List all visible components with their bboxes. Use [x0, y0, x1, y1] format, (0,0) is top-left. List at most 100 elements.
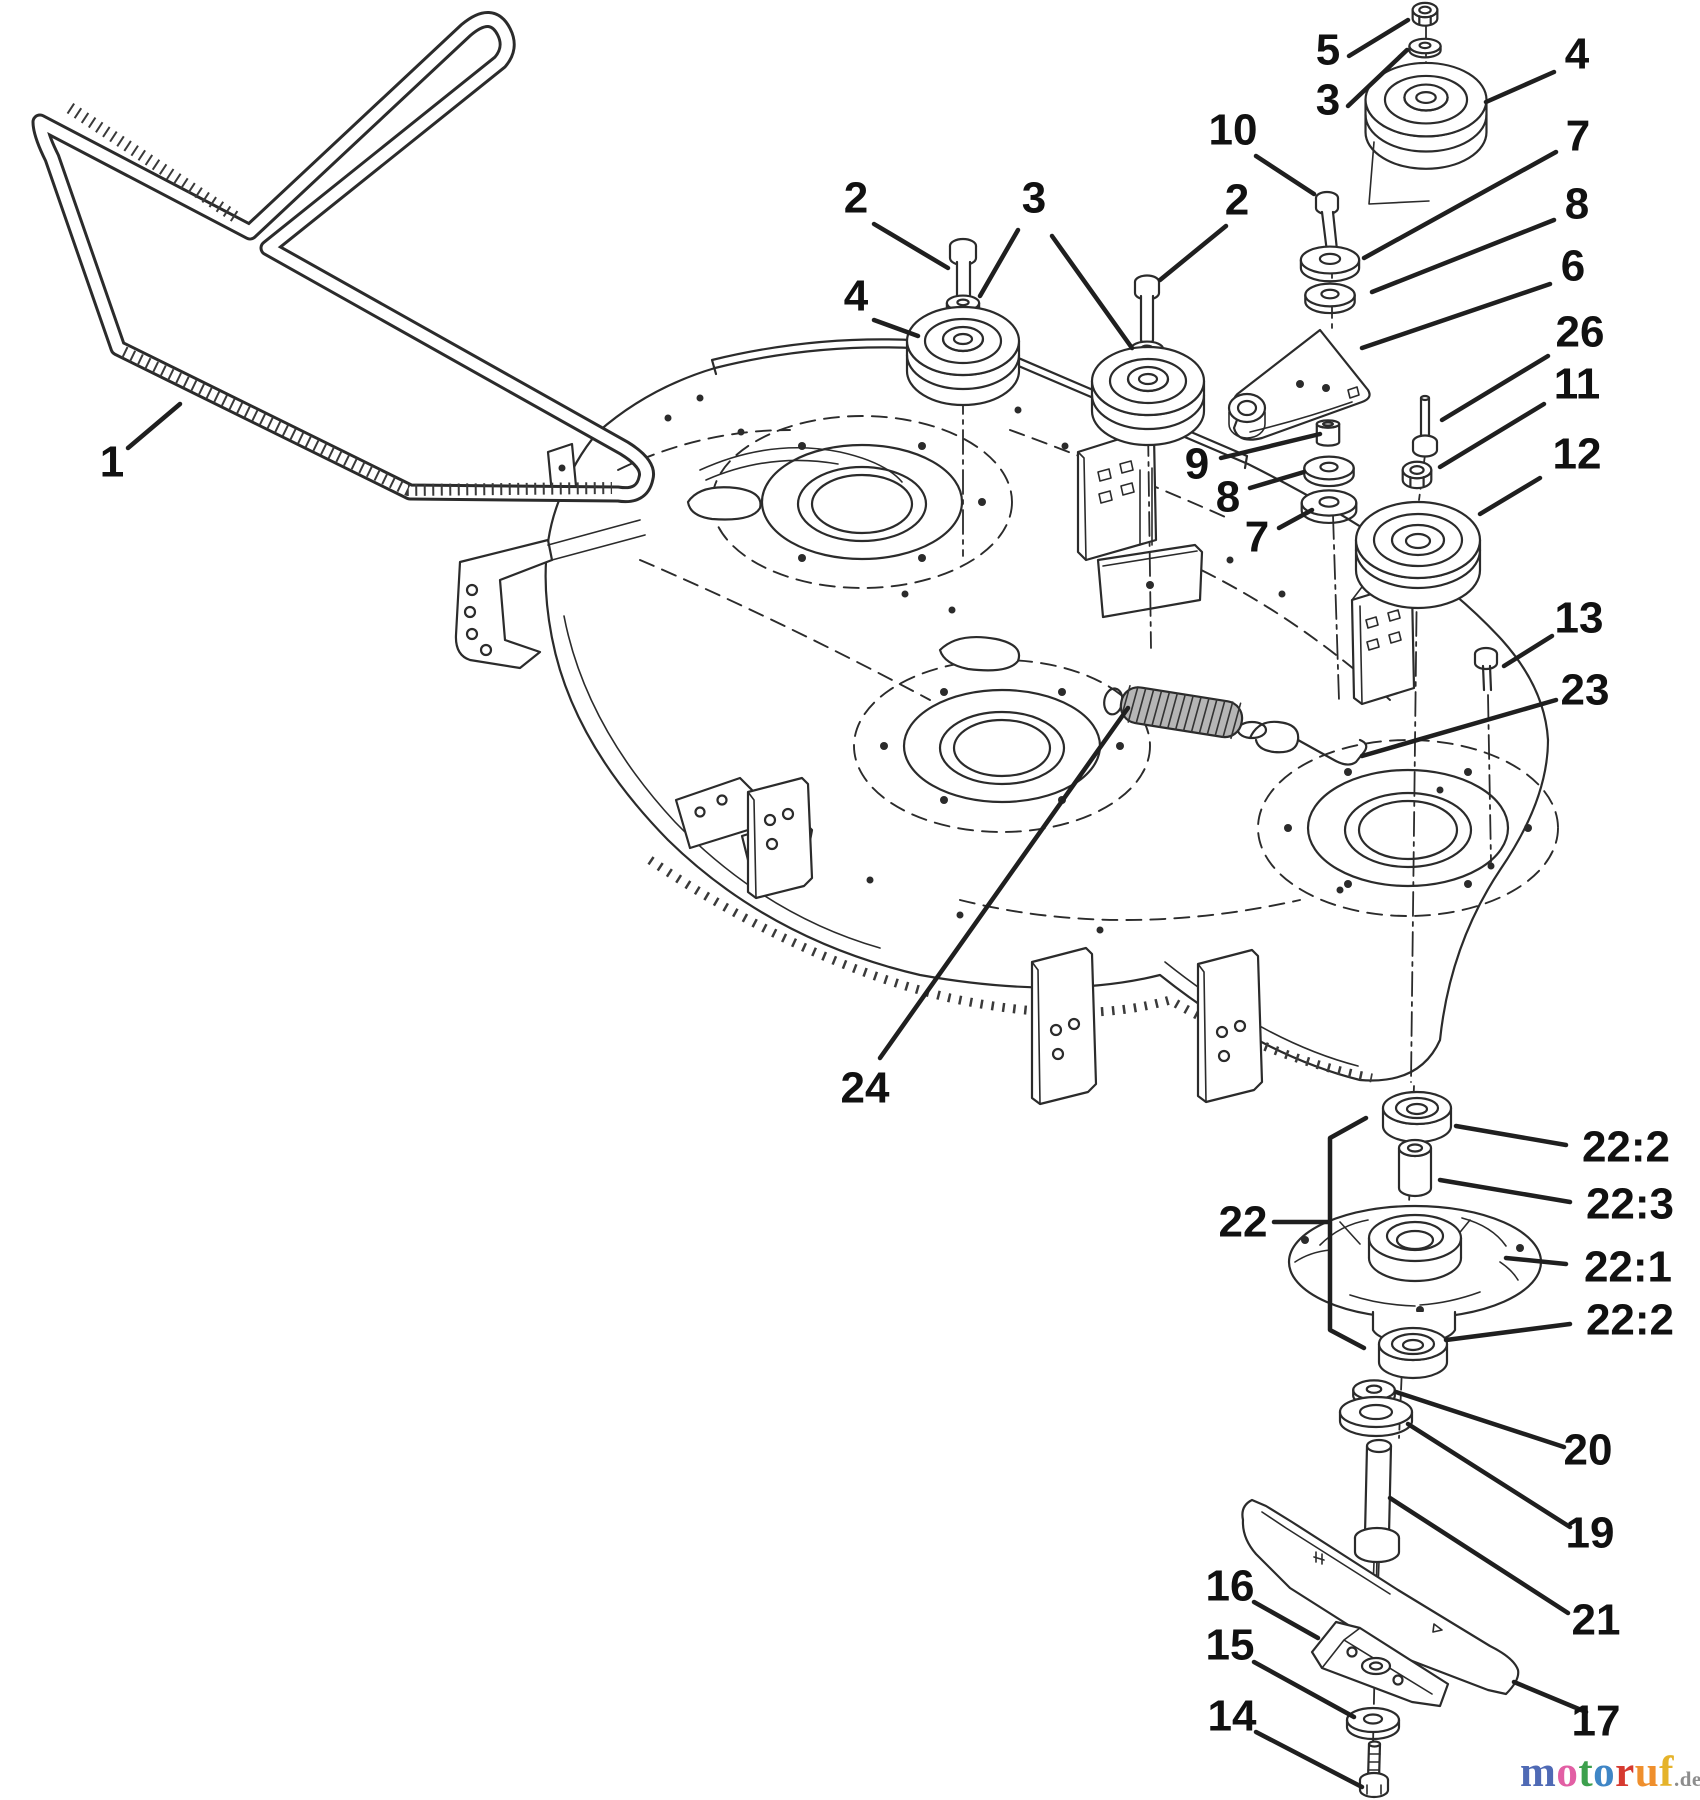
deck-skirt-inner-right: [1164, 961, 1359, 1067]
leader-line-17: [1511, 1679, 1589, 1715]
leader-line-13: [1501, 633, 1555, 669]
logo-letter-t: t: [1578, 1749, 1594, 1796]
leader-line-9: [1218, 431, 1323, 461]
part-label-8-16: 8: [1216, 473, 1240, 522]
washer-7-upper: [1299, 245, 1361, 283]
idler-pulley-right: [1364, 61, 1488, 170]
leader-line-22:2: [1443, 1321, 1573, 1343]
v-idler-pulley-12: [1354, 500, 1482, 610]
parts: [905, 1, 1543, 1799]
part-label-9-15: 9: [1185, 440, 1209, 489]
leader-line-23: [1359, 697, 1559, 759]
rear-plate-left: [1076, 428, 1158, 562]
bolt-10: [1314, 190, 1340, 255]
leader-line-4: [871, 317, 921, 339]
part-label-1-0: 1: [100, 438, 124, 487]
leader-line-10: [1253, 153, 1317, 197]
mower-blade-17: [1241, 1498, 1520, 1696]
logo-suffix: .de: [1674, 1767, 1700, 1791]
part-label-22-21: 22: [1219, 1198, 1268, 1247]
leader-line-12: [1477, 475, 1543, 517]
part-label-24-20: 24: [841, 1064, 890, 1113]
part-label-23-19: 23: [1561, 666, 1610, 715]
leader-line-16: [1251, 1599, 1321, 1641]
leader-line-26: [1439, 353, 1551, 423]
leader-line-3: [1049, 233, 1135, 351]
leader-line-14: [1253, 1729, 1365, 1790]
slinger-19: [1338, 1395, 1414, 1438]
part-label-4-8: 4: [1565, 30, 1590, 79]
leader-line-2: [871, 221, 951, 271]
part-label-2-4: 2: [1225, 176, 1249, 225]
part-label-3-2: 3: [1022, 174, 1046, 223]
leader-line-15: [1251, 1659, 1357, 1720]
part-label-2-1: 2: [844, 174, 868, 223]
leader-line-8: [1369, 217, 1557, 295]
leader-line-2: [1157, 223, 1229, 283]
bolt-2-center: [1133, 274, 1161, 345]
washer-8-lower: [1303, 455, 1355, 488]
logo-letter-r: r: [1615, 1749, 1635, 1796]
part-label-8-10: 8: [1565, 180, 1589, 229]
leader-line-20: [1393, 1389, 1567, 1450]
leader-line-1: [125, 401, 183, 451]
part-label-12-14: 12: [1553, 430, 1602, 479]
leader-line-3: [977, 227, 1021, 299]
nut-5: [1411, 1, 1439, 27]
deck-outline: [544, 346, 1550, 1082]
centerlines: [962, 21, 1492, 1746]
part-label-15-30: 15: [1206, 1621, 1255, 1670]
leader-line-7: [1276, 507, 1315, 531]
logo-letter-f: f: [1659, 1749, 1674, 1796]
washer-8-upper: [1304, 282, 1356, 315]
leader-line-6: [1359, 281, 1553, 351]
mower-deck: [454, 338, 1559, 1106]
leader-line-22:2: [1453, 1123, 1569, 1148]
part-label-5-6: 5: [1316, 26, 1340, 75]
leader-line-22:3: [1437, 1177, 1573, 1205]
part-label-17-32: 17: [1572, 1697, 1621, 1746]
part-label-4-3: 4: [844, 272, 869, 321]
leader-line-22:1: [1503, 1255, 1569, 1267]
leader-line-11: [1437, 401, 1547, 470]
bolt-13: [1473, 646, 1499, 692]
part-label-7-17: 7: [1245, 513, 1269, 562]
idler-pulley-center: [1090, 345, 1206, 447]
leader-line-7: [1361, 149, 1559, 261]
motoruf-logo: motoruf.de: [1520, 1748, 1700, 1797]
part-label-22:2-22: 22:2: [1582, 1123, 1670, 1172]
leader-line-5: [1346, 17, 1411, 59]
deck-slot-center: [938, 635, 1021, 672]
part-label-14-31: 14: [1208, 1692, 1257, 1741]
part-label-7-9: 7: [1566, 112, 1590, 161]
spindle-ring-center: [853, 659, 1151, 833]
part-label-19-27: 19: [1566, 1509, 1615, 1558]
leader-line-19: [1405, 1421, 1573, 1530]
deck-slot-left: [686, 486, 762, 521]
part-label-20-26: 20: [1564, 1426, 1613, 1475]
part-label-22:1-24: 22:1: [1584, 1243, 1672, 1292]
part-label-16-29: 16: [1206, 1562, 1255, 1611]
idler-pulley-left: [905, 305, 1021, 407]
small-tab-bracket: [546, 442, 578, 496]
logo-wordmark: motoruf: [1520, 1749, 1674, 1796]
nut-11: [1401, 460, 1433, 490]
bolt-14: [1358, 1740, 1390, 1799]
logo-letter-u: u: [1634, 1749, 1660, 1796]
idler-arm-bracket-6: [1227, 328, 1371, 441]
deck-hanger-bracket-3: [1196, 948, 1264, 1104]
spacer-22-3: [1397, 1138, 1433, 1198]
part-label-11-13: 11: [1554, 360, 1601, 409]
spindle-ring-right: [1257, 739, 1559, 917]
bearing-22-2-upper: [1381, 1090, 1453, 1144]
part-label-13-18: 13: [1555, 594, 1604, 643]
bolt-2-left: [948, 237, 978, 301]
leader-line-24: [877, 705, 1131, 1061]
part-label-3-7: 3: [1316, 76, 1340, 125]
deck-hanger-bracket-1: [746, 776, 814, 900]
spring-link-23: [1248, 720, 1368, 766]
deck-skirt-inner: [563, 615, 881, 949]
